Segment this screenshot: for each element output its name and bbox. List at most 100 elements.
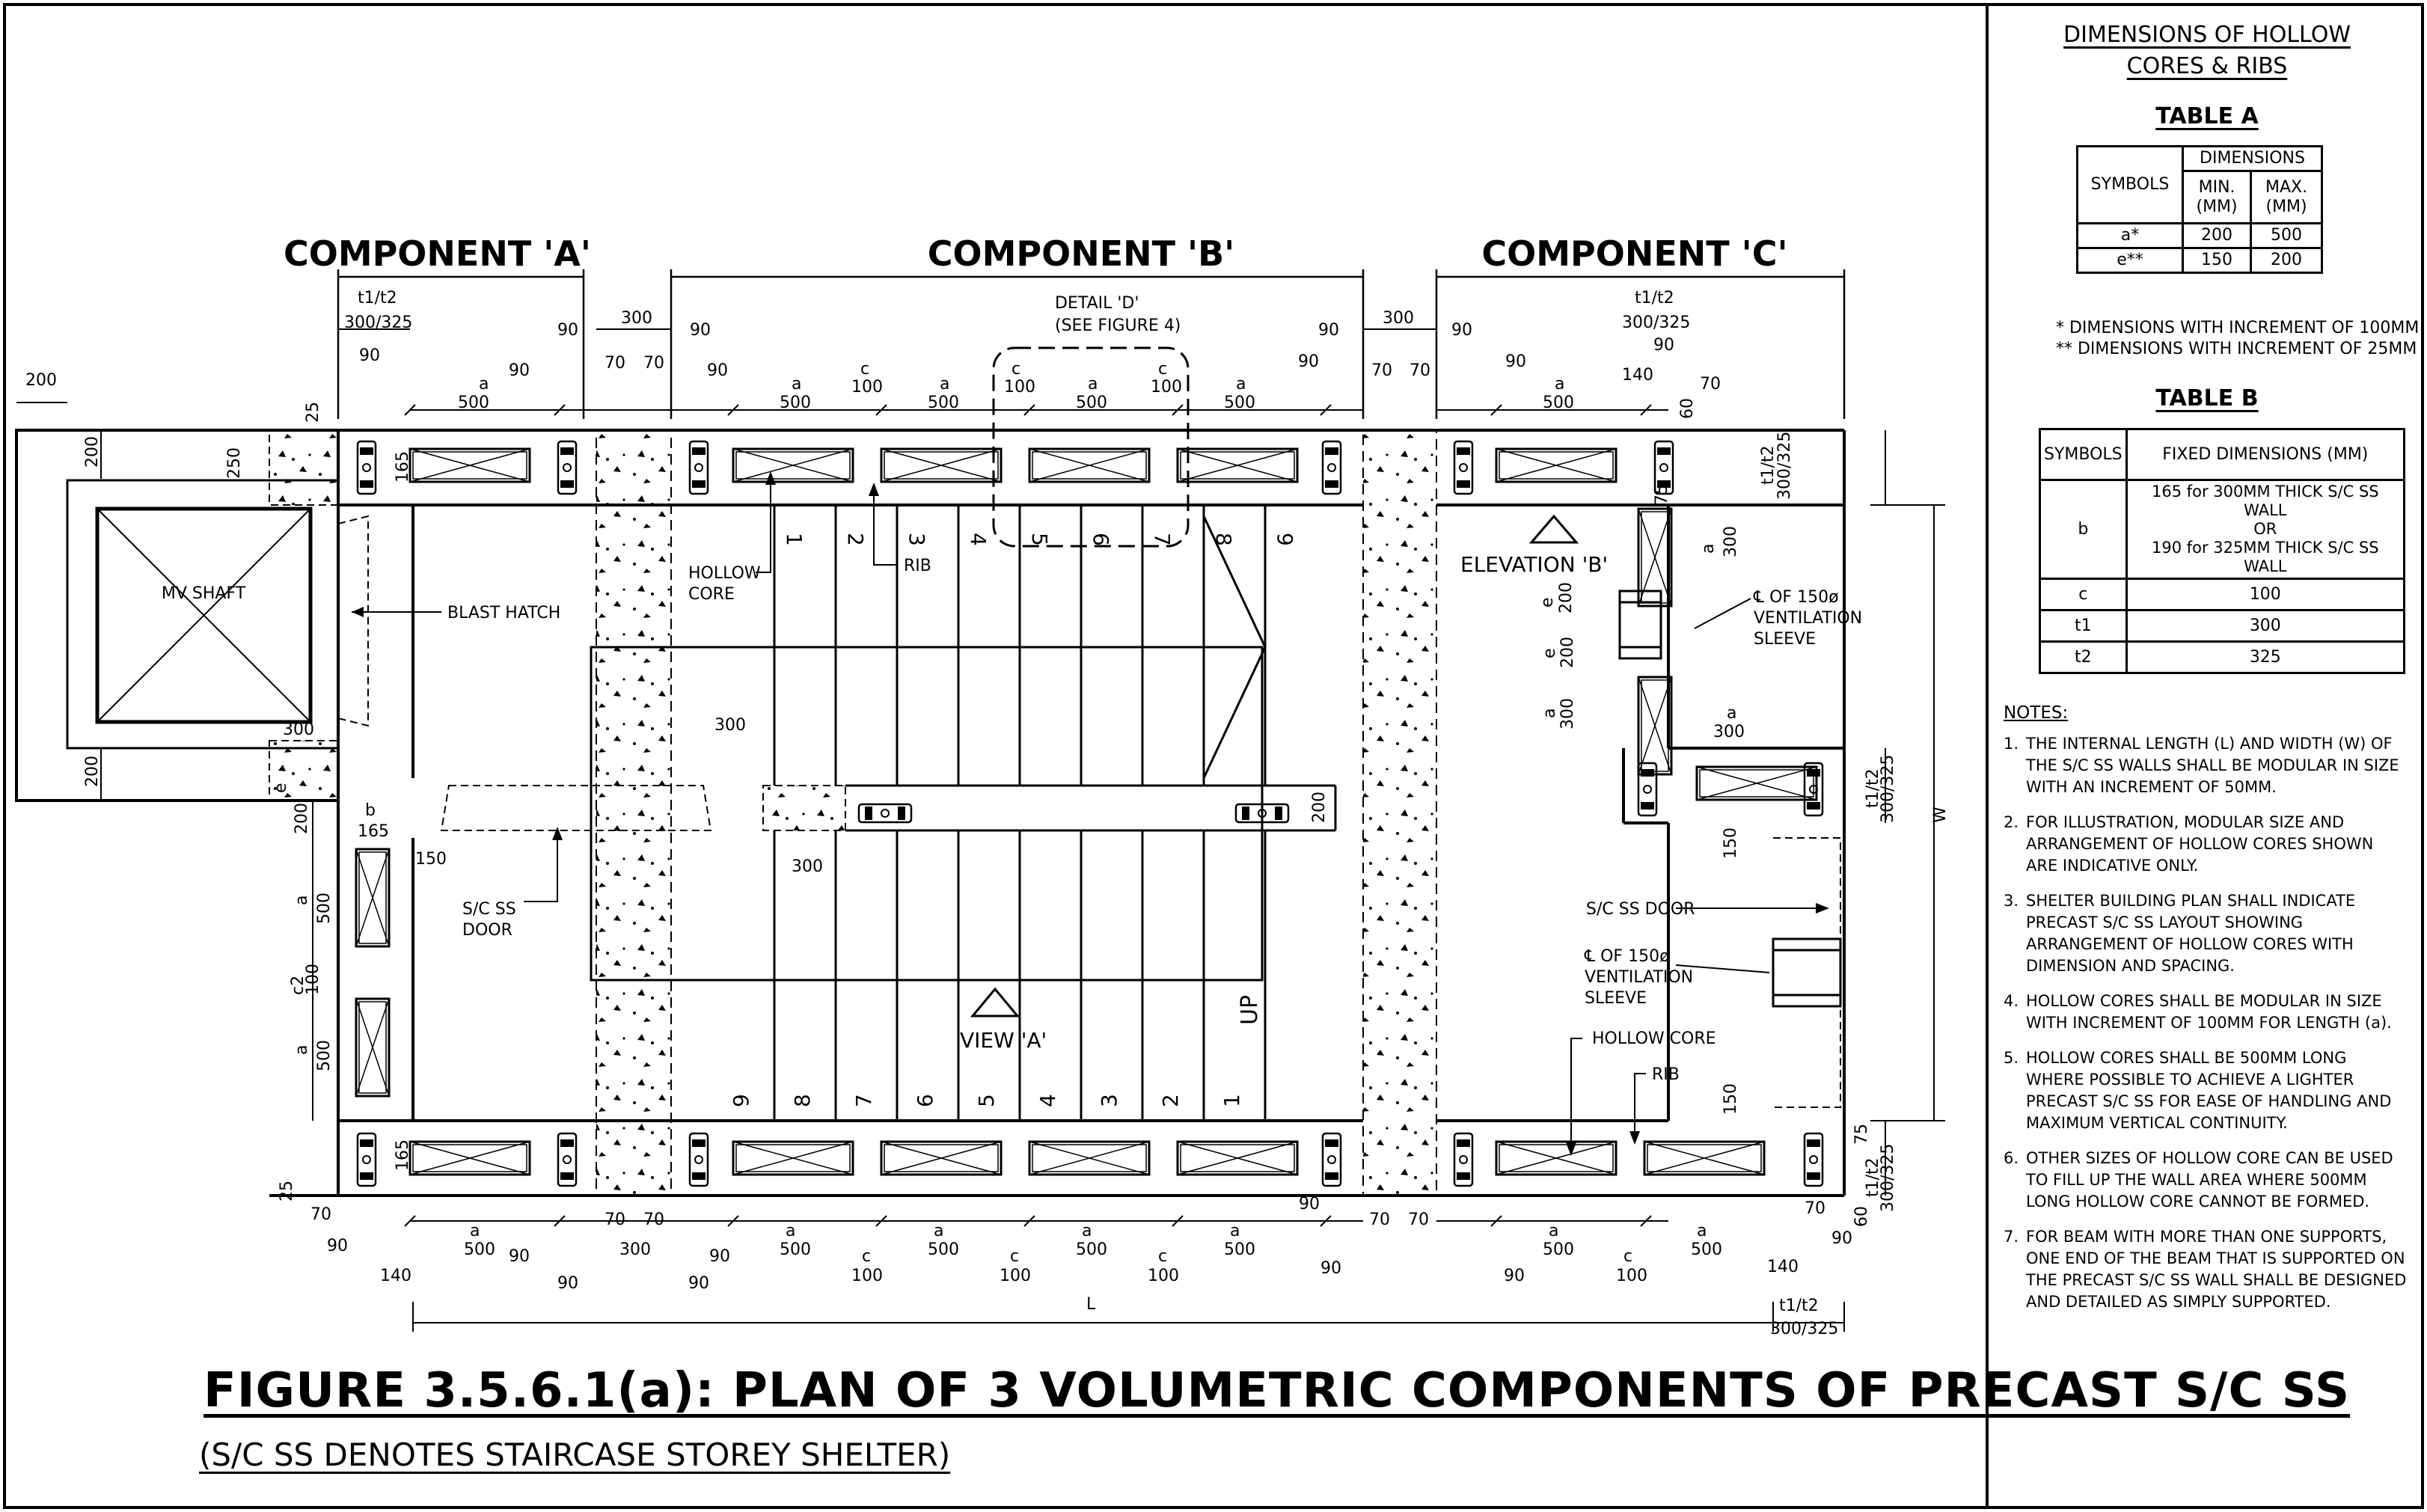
svg-text:a: a: [479, 375, 489, 394]
svg-text:70: 70: [310, 1205, 331, 1224]
svg-text:250: 250: [225, 447, 244, 479]
table-a-min: 150: [2181, 247, 2253, 274]
elevation-b-label: ELEVATION 'B': [1460, 552, 1608, 577]
table-b-title: TABLE B: [2155, 385, 2259, 411]
table-a-max: 200: [2250, 247, 2323, 274]
component-c-title: COMPONENT 'C': [1481, 233, 1787, 274]
right-vent-label-2: VENTILATION: [1585, 968, 1693, 987]
figure-subtitle: (S/C SS DENOTES STAIRCASE STOREY SHELTER…: [199, 1436, 951, 1473]
notes: NOTES: 1.THE INTERNAL LENGTH (L) AND WID…: [2004, 703, 2408, 1326]
note-item: 6.OTHER SIZES OF HOLLOW CORE CAN BE USED…: [2004, 1149, 2393, 1210]
svg-text:500: 500: [780, 1240, 811, 1259]
svg-text:200: 200: [1310, 792, 1329, 823]
svg-text:500: 500: [315, 1040, 334, 1071]
svg-text:70: 70: [1408, 1210, 1429, 1229]
svg-text:70: 70: [605, 354, 625, 373]
dimension-ticks: [404, 404, 1652, 1227]
svg-text:90: 90: [707, 361, 728, 380]
svg-text:90: 90: [1653, 336, 1674, 355]
svg-text:70: 70: [1410, 361, 1430, 380]
vent-label: ℄ OF 150ø: [1753, 588, 1839, 607]
svg-text:60: 60: [1678, 398, 1697, 419]
svg-text:500: 500: [315, 893, 334, 924]
svg-text:140: 140: [380, 1267, 411, 1285]
plan-drawing: COMPONENT 'A' COMPONENT 'B' COMPONENT 'C…: [15, 233, 1950, 1338]
svg-text:7: 7: [851, 1094, 876, 1107]
svg-text:90: 90: [1320, 1259, 1341, 1278]
svg-text:300: 300: [1383, 309, 1414, 328]
svg-text:70: 70: [605, 1210, 625, 1229]
svg-text:25: 25: [304, 402, 322, 423]
mv-shaft: [15, 429, 340, 802]
note-item: 5.HOLLOW CORES SHALL BE 500MM LONG WHERE…: [2004, 1049, 2392, 1132]
svg-text:90: 90: [688, 1274, 709, 1293]
svg-text:c: c: [862, 1247, 871, 1266]
figure-title: FIGURE 3.5.6.1(a): PLAN OF 3 VOLUMETRIC …: [203, 1363, 2351, 1418]
table-a-max-header: MAX. (MM): [2250, 170, 2323, 224]
hollow-core-label: HOLLOW: [688, 564, 761, 583]
svg-text:a: a: [786, 1222, 795, 1240]
svg-text:70: 70: [643, 354, 664, 373]
table-b-value: 100: [2125, 578, 2406, 611]
component-a-title: COMPONENT 'A': [284, 233, 591, 274]
table-b-value: 300: [2125, 609, 2406, 643]
svg-text:a: a: [1088, 375, 1098, 394]
shelter-walls: [269, 429, 1846, 1197]
mv-shaft-label: MV SHAFT: [162, 584, 246, 603]
svg-text:a: a: [1540, 708, 1559, 718]
table-a-min: 200: [2181, 222, 2253, 249]
svg-text:300: 300: [714, 716, 746, 735]
svg-text:t1/t2: t1/t2: [1864, 768, 1882, 808]
svg-text:165: 165: [394, 1139, 412, 1171]
vent-sleeve-upper: [1618, 590, 1662, 660]
dimension-lines: [16, 328, 1945, 1332]
svg-text:300/325: 300/325: [1622, 313, 1690, 332]
svg-text:c2: c2: [289, 976, 307, 995]
svg-text:300/325: 300/325: [344, 313, 412, 332]
svg-text:300: 300: [619, 1240, 651, 1259]
table-a-symbol: e**: [2076, 247, 2184, 274]
right-door-label: S/C SS DOOR: [1586, 900, 1695, 919]
stair-numbers-bottom: 9 8 7 6 5 4 3 2 1: [729, 1094, 1244, 1107]
table-b-symbol: t2: [2039, 640, 2128, 674]
svg-text:90: 90: [359, 346, 380, 365]
svg-text:150: 150: [415, 850, 447, 869]
svg-text:140: 140: [1622, 366, 1653, 385]
left-sc-ss-door: [440, 785, 712, 831]
svg-text:90: 90: [327, 1237, 348, 1255]
svg-text:90: 90: [557, 321, 578, 340]
svg-text:500: 500: [1691, 1240, 1722, 1259]
hollow-core-c-label: HOLLOW CORE: [1592, 1029, 1716, 1048]
svg-text:W: W: [1931, 806, 1950, 823]
svg-text:300: 300: [1713, 723, 1745, 741]
detail-d-ref: (SEE FIGURE 4): [1055, 316, 1181, 335]
svg-text:165: 165: [358, 822, 389, 841]
svg-text:90: 90: [1318, 321, 1339, 340]
note-item: 4.HOLLOW CORES SHALL BE MODULAR IN SIZE …: [2004, 992, 2392, 1032]
svg-text:500: 500: [1543, 1240, 1574, 1259]
svg-text:1: 1: [782, 533, 807, 546]
table-b-symbol: t1: [2039, 609, 2128, 643]
table-b-symbols-header: SYMBOLS: [2039, 428, 2128, 481]
svg-text:300: 300: [1721, 526, 1740, 557]
svg-text:100: 100: [1151, 378, 1182, 397]
rib-c-label: RIB: [1652, 1065, 1680, 1084]
svg-text:8: 8: [1211, 533, 1236, 546]
vent-label-3: SLEEVE: [1754, 630, 1816, 649]
svg-text:a: a: [1549, 1222, 1558, 1240]
svg-text:500: 500: [928, 394, 959, 412]
door-label: S/C SS: [462, 900, 516, 919]
drawing-border: [3, 3, 2424, 1509]
svg-text:a: a: [1230, 1222, 1240, 1240]
svg-text:100: 100: [1148, 1267, 1179, 1285]
svg-text:e: e: [272, 783, 290, 793]
svg-text:90: 90: [690, 321, 711, 340]
svg-text:9: 9: [729, 1094, 753, 1107]
svg-text:300/325: 300/325: [1775, 432, 1794, 500]
svg-text:90: 90: [509, 1247, 530, 1266]
svg-text:7: 7: [1150, 533, 1175, 546]
table-a-symbols-header: SYMBOLS: [2076, 145, 2184, 224]
door-label-2: DOOR: [462, 921, 512, 940]
side-hollow-cores: [355, 507, 1818, 1098]
svg-text:L: L: [1086, 1295, 1096, 1314]
